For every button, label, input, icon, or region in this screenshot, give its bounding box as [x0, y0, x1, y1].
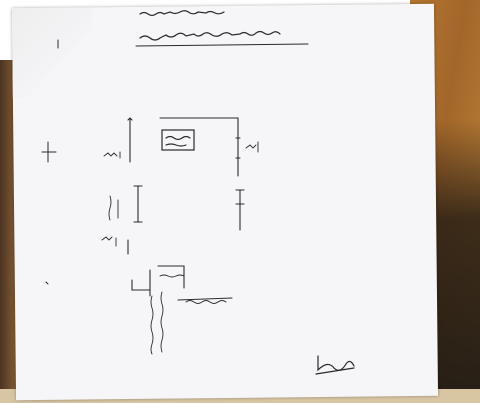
dimension-notes: [101, 141, 259, 355]
margin-marks: [41, 39, 59, 285]
header-scribble: [135, 10, 309, 47]
signature-scribble: [315, 355, 355, 375]
boxed-room: [161, 129, 195, 151]
plot-outline: [127, 117, 245, 301]
